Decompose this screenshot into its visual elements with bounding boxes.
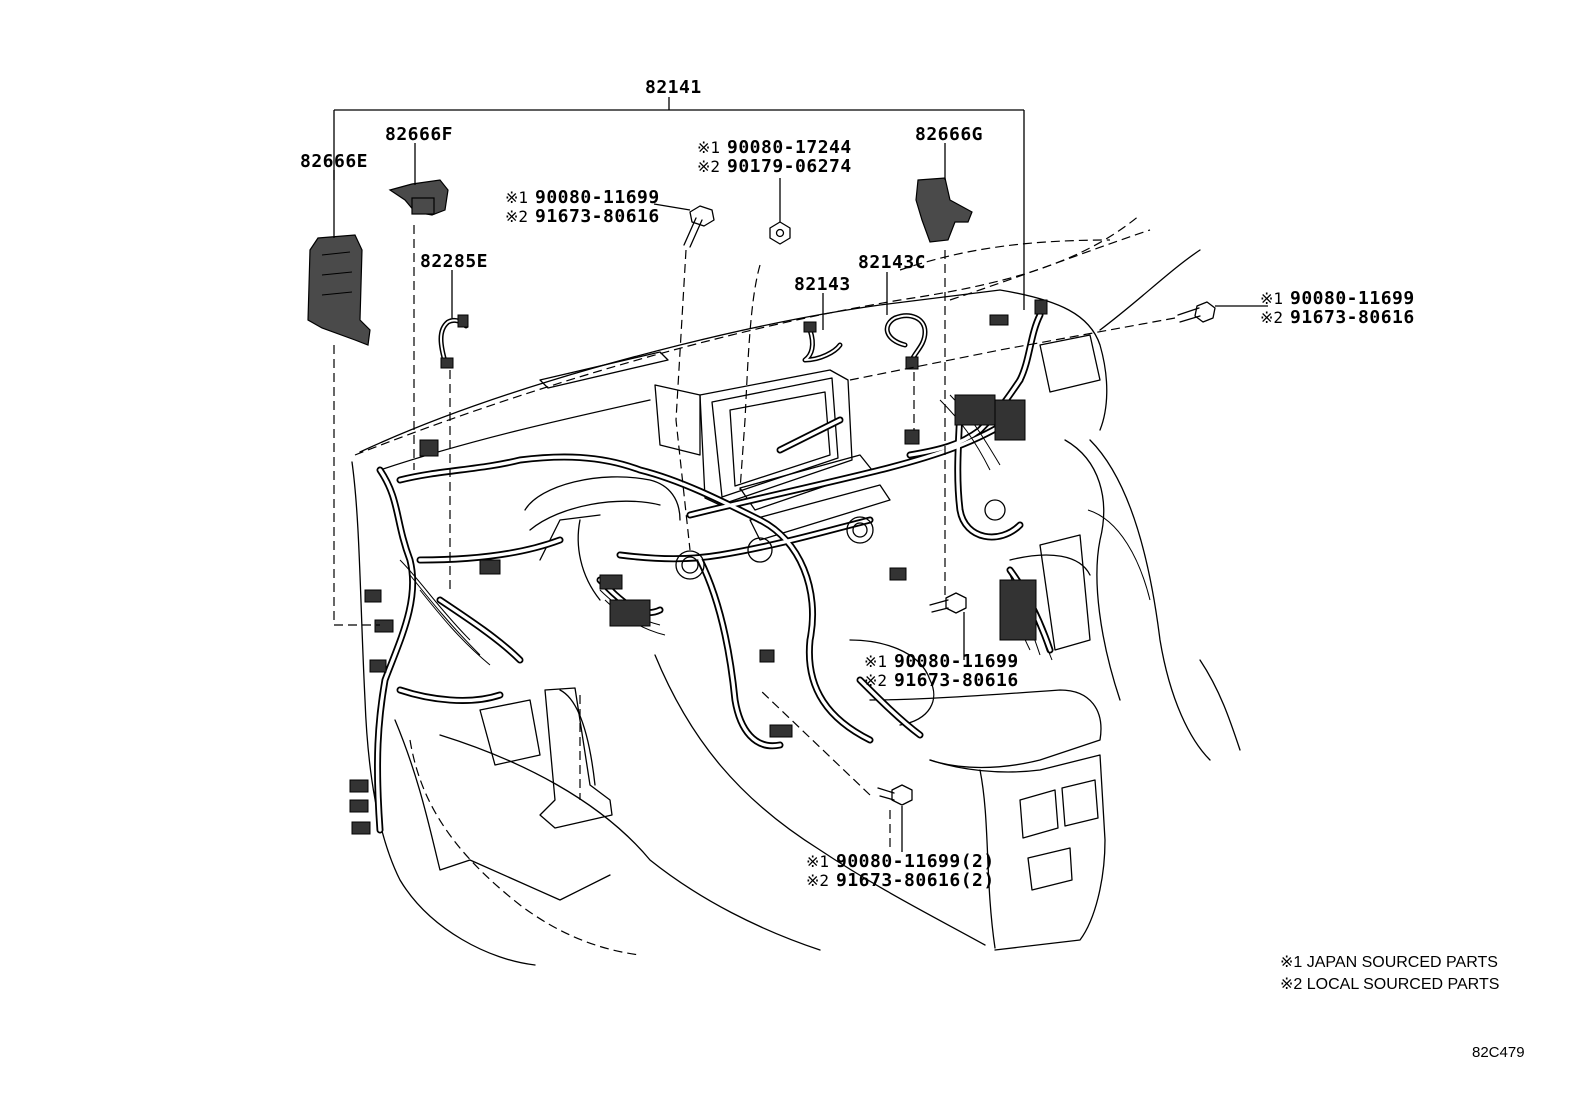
wire-82285e-part (438, 314, 469, 369)
nut-icon-top (769, 221, 791, 245)
legend-note-japan: ※1 JAPAN SOURCED PARTS (1280, 954, 1498, 971)
mark-jp: ※1 (864, 652, 887, 671)
wire-82143-part (802, 321, 843, 363)
mark-jp: ※1 (697, 138, 720, 157)
mark-jp: ※1 (1260, 289, 1283, 308)
label-82143: 82143 (794, 274, 851, 295)
mark-local: ※2 (864, 671, 887, 690)
bolt-icon-lower (877, 784, 913, 806)
part-local: 91673-80616(2) (836, 870, 995, 891)
label-82666f: 82666F (385, 124, 453, 145)
part-jp: 90080-11699 (894, 651, 1019, 672)
clamp-82666g-part (915, 177, 973, 243)
part-jp: 90080-11699(2) (836, 851, 995, 872)
part-labels: 82141 82666F 82666E 82666G 82285E 82143 … (300, 77, 983, 295)
part-local: 91673-80616 (535, 206, 660, 227)
label-82141: 82141 (645, 77, 702, 98)
clamp-82666f-part (388, 179, 449, 216)
part-local: 90179-06274 (727, 156, 852, 177)
dashboard-outline (351, 214, 1241, 966)
mark-local: ※2 (1260, 308, 1283, 327)
legend-note-local: ※2 LOCAL SOURCED PARTS (1280, 976, 1499, 993)
callout-leaders (333, 97, 1268, 852)
callout-center-bolt: ※1 90080-11699 ※2 91673-80616 (864, 651, 1019, 691)
installation-lines (333, 225, 1176, 850)
bolt-icon-top (683, 205, 715, 248)
part-jp: 90080-11699 (535, 187, 660, 208)
wire-82143c-part (884, 313, 928, 370)
mark-local: ※2 (505, 207, 528, 226)
part-local: 91673-80616 (1290, 307, 1415, 328)
mark-local: ※2 (806, 871, 829, 890)
label-82666e: 82666E (300, 151, 368, 172)
callout-top-bolt: ※1 90080-11699 ※2 91673-80616 (505, 187, 660, 227)
mark-jp: ※1 (505, 188, 528, 207)
label-82285e: 82285E (420, 251, 488, 272)
clamp-82666e-part (307, 234, 371, 346)
label-82666g: 82666G (915, 124, 983, 145)
callout-right-bolt: ※1 90080-11699 ※2 91673-80616 (1260, 288, 1415, 328)
legend: ※1 JAPAN SOURCED PARTS ※2 LOCAL SOURCED … (1280, 954, 1499, 993)
callout-lower-bolt: ※1 90080-11699(2) ※2 91673-80616(2) (806, 851, 995, 891)
part-local: 91673-80616 (894, 670, 1019, 691)
wire-harness-82141 (349, 299, 1054, 835)
figure-code: 82C479 (1472, 1044, 1525, 1061)
bolt-icon-center (929, 592, 967, 614)
part-jp: 90080-17244 (727, 137, 852, 158)
mark-local: ※2 (697, 157, 720, 176)
part-jp: 90080-11699 (1290, 288, 1415, 309)
mark-jp: ※1 (806, 852, 829, 871)
bolt-icon-right (1177, 301, 1216, 323)
callout-top-nut: ※1 90080-17244 ※2 90179-06274 (697, 137, 852, 177)
label-82143c: 82143C (858, 252, 926, 273)
